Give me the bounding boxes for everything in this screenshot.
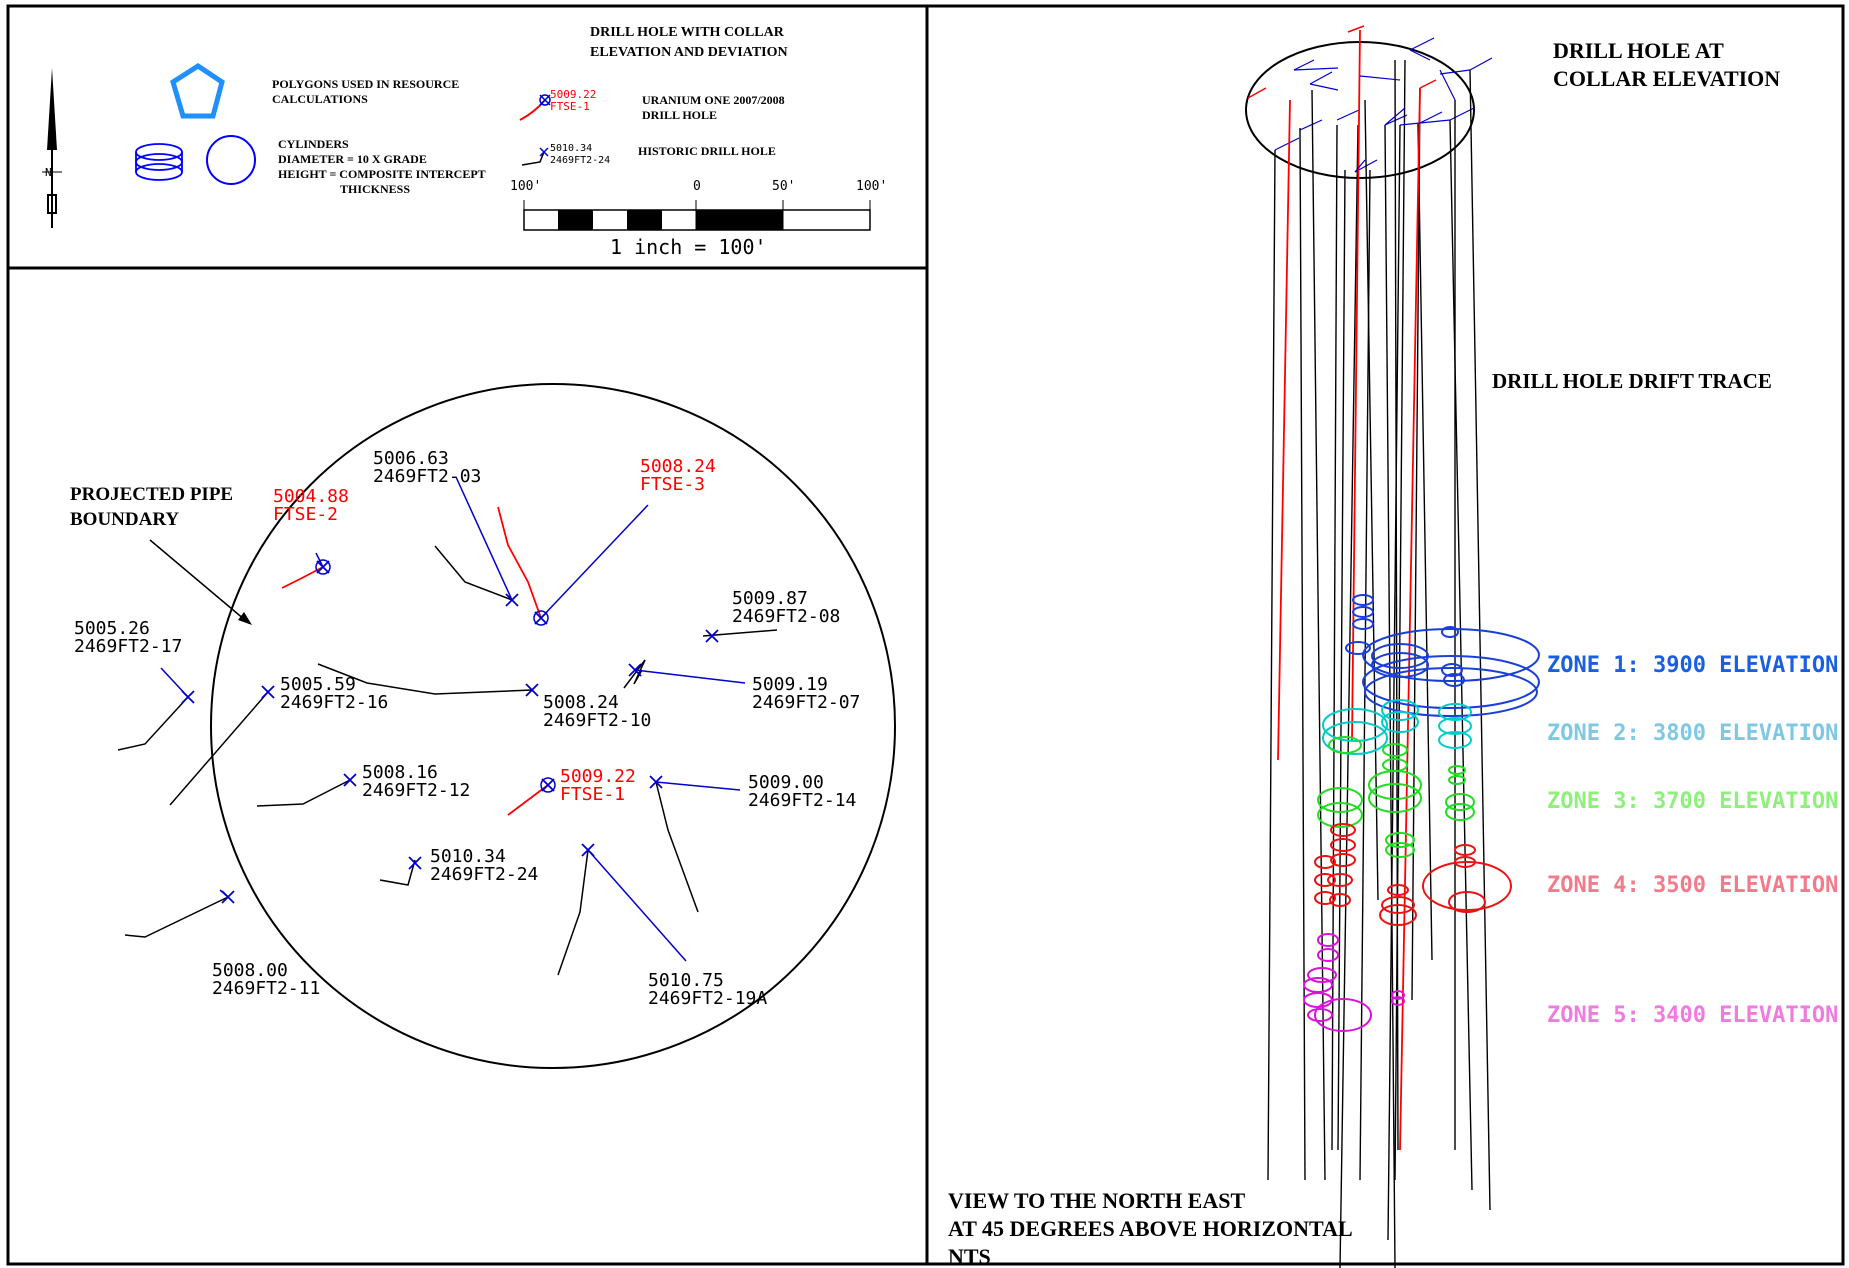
hole-label: 2469FT2-11 xyxy=(212,978,320,999)
historic-label: HISTORIC DRILL HOLE xyxy=(638,144,776,158)
collar-label: DRILL HOLE AT COLLAR ELEVATION xyxy=(1553,38,1780,91)
hole-label: 2469FT2-03 xyxy=(373,466,481,487)
hole-label: 5005.59 xyxy=(280,674,356,695)
plan-view: PROJECTED PIPE BOUNDARY xyxy=(70,383,896,1069)
hole-label: 2469FT2-24 xyxy=(430,864,538,885)
hole-label: 5008.16 xyxy=(362,762,438,783)
svg-text:100': 100' xyxy=(510,179,541,194)
drift-label: DRILL HOLE DRIFT TRACE xyxy=(1492,369,1772,393)
scale-bar: 100' 0 50' 100' 1 inch = 100' xyxy=(510,179,887,259)
zone-5-cylinders xyxy=(1303,933,1405,1032)
hole-label: 2469FT2-10 xyxy=(543,710,651,731)
section-view: DRILL HOLE AT COLLAR ELEVATION DRILL HOL… xyxy=(948,25,1838,1268)
zone-5-label: ZONE 5: 3400 ELEVATION xyxy=(1547,1003,1838,1028)
pipe-boundary xyxy=(210,383,896,1069)
zone-1-label: ZONE 1: 3900 ELEVATION xyxy=(1547,653,1838,678)
hole-label: FTSE-3 xyxy=(640,474,705,495)
collar-tags xyxy=(1274,37,1493,173)
uranium-one-elev: 5009.22 xyxy=(550,88,596,101)
uranium-one-id: FTSE-1 xyxy=(550,100,590,113)
cylinders-label: CYLINDERS DIAMETER = 10 X GRADE HEIGHT =… xyxy=(278,137,488,196)
svg-text:0: 0 xyxy=(693,179,701,194)
polygons-label: POLYGONS USED IN RESOURCE CALCULATIONS xyxy=(272,77,462,106)
hole-label: FTSE-1 xyxy=(560,784,625,805)
plan-traces xyxy=(117,545,778,976)
historic-symbol: 5010.34 2469FT2-24 xyxy=(521,143,610,166)
hole-label: 5004.88 xyxy=(273,486,349,507)
polygon-icon xyxy=(170,63,225,119)
north-arrow-icon: N xyxy=(42,68,62,228)
hole-label: 5009.19 xyxy=(752,674,828,695)
historic-id: 2469FT2-24 xyxy=(550,155,610,166)
hole-label: 5008.24 xyxy=(640,456,716,477)
hole-label: 5008.24 xyxy=(543,692,619,713)
legend: N POLYGONS USED IN RESOURCE CALCULATIONS… xyxy=(42,25,887,259)
scale-caption: 1 inch = 100' xyxy=(610,235,767,259)
cylinder-plan-icon xyxy=(206,135,256,185)
drill-hole-legend-title: DRILL HOLE WITH COLLAR ELEVATION AND DEV… xyxy=(590,25,788,60)
hole-label: 5009.87 xyxy=(732,588,808,609)
uranium-one-symbol: 5009.22 FTSE-1 xyxy=(519,88,596,121)
zone-4-cylinders xyxy=(1314,823,1512,926)
zone-1-cylinders xyxy=(1345,594,1540,717)
zone-2-label: ZONE 2: 3800 ELEVATION xyxy=(1547,721,1838,746)
hole-markers xyxy=(181,560,719,904)
boundary-label: PROJECTED PIPE BOUNDARY xyxy=(70,484,238,530)
hole-label: 2469FT2-17 xyxy=(74,636,182,657)
hole-label: 5006.63 xyxy=(373,448,449,469)
zone-4-label: ZONE 4: 3500 ELEVATION xyxy=(1547,873,1838,898)
hole-label: 2469FT2-19A xyxy=(648,988,767,1009)
hole-label: 2469FT2-14 xyxy=(748,790,856,811)
zone-3-cylinders xyxy=(1317,736,1475,858)
uranium-one-label: URANIUM ONE 2007/2008 DRILL HOLE xyxy=(642,93,788,122)
hole-label: 5010.34 xyxy=(430,846,506,867)
hole-label: 5005.26 xyxy=(74,618,150,639)
hole-label: 2469FT2-08 xyxy=(732,606,840,627)
hole-label: 2469FT2-12 xyxy=(362,780,470,801)
svg-text:50': 50' xyxy=(772,179,795,194)
hole-label: 5008.00 xyxy=(212,960,288,981)
hole-labels: 5006.63 2469FT2-03 5008.24 FTSE-3 5004.8… xyxy=(74,448,860,1009)
zone-3-label: ZONE 3: 3700 ELEVATION xyxy=(1547,789,1838,814)
hole-label: 5009.22 xyxy=(560,766,636,787)
hole-label: 5010.75 xyxy=(648,970,724,991)
zone-2-cylinders xyxy=(1322,699,1472,755)
zone-labels: ZONE 1: 3900 ELEVATION ZONE 2: 3800 ELEV… xyxy=(1547,653,1838,1028)
north-label: N xyxy=(45,166,52,179)
drift-traces xyxy=(1267,59,1491,1268)
hole-label: 2469FT2-07 xyxy=(752,692,860,713)
historic-elev: 5010.34 xyxy=(550,143,592,154)
hole-label: FTSE-2 xyxy=(273,504,338,525)
cylinder-icon xyxy=(135,143,183,181)
view-label: VIEW TO THE NORTH EAST AT 45 DEGREES ABO… xyxy=(948,1188,1357,1268)
svg-text:100': 100' xyxy=(856,179,887,194)
hole-label: 2469FT2-16 xyxy=(280,692,388,713)
hole-label: 5009.00 xyxy=(748,772,824,793)
